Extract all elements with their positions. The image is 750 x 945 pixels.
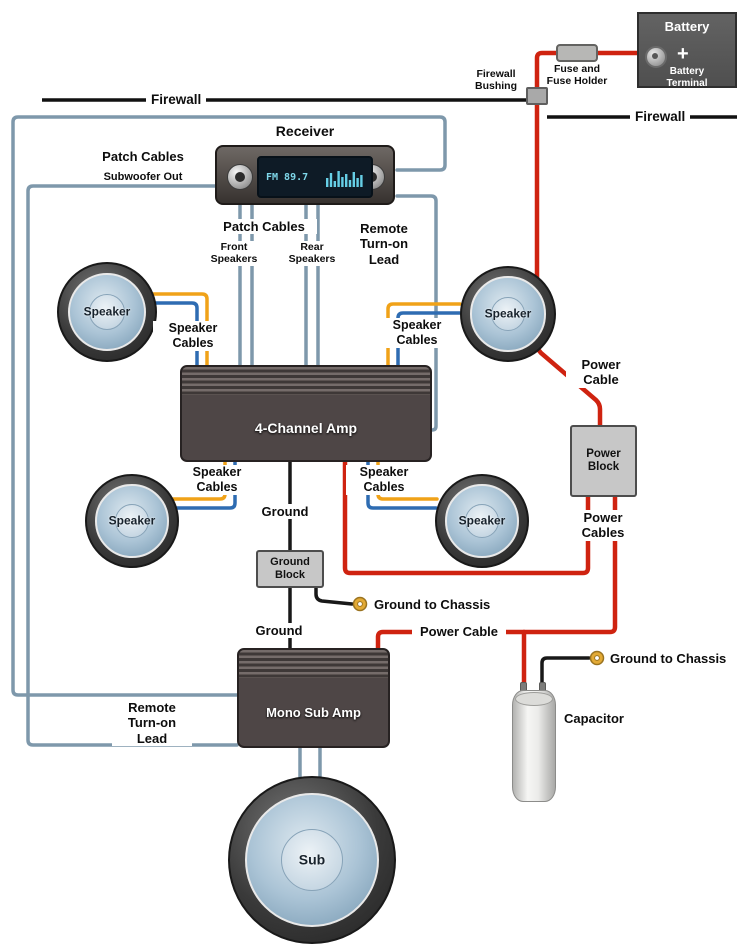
subwoofer-label: Sub xyxy=(298,851,326,868)
capacitor-label: Capacitor xyxy=(564,711,624,726)
ground-label-bottom: Ground xyxy=(248,623,310,639)
four-channel-amp: 4-Channel Amp xyxy=(180,365,432,462)
battery-title: Battery xyxy=(664,19,710,34)
battery: Battery + Battery Terminal xyxy=(637,12,737,89)
speaker-cable-fr-blue xyxy=(396,311,462,367)
receiver: FM 89.7 xyxy=(215,145,395,205)
battery-plus-sign: + xyxy=(677,43,689,65)
fuse-holder xyxy=(556,44,598,62)
battery-terminal-lug-icon xyxy=(645,46,667,68)
speaker-front-left: Speaker xyxy=(57,262,157,362)
amp-heatsink-fins xyxy=(239,650,388,678)
receiver-display: FM 89.7 xyxy=(257,156,373,198)
ring-terminal-1 xyxy=(352,596,368,612)
speaker-label: Speaker xyxy=(458,513,506,528)
battery-terminal-label: Battery Terminal xyxy=(666,66,708,89)
speaker-cable-fl-orange xyxy=(148,292,209,367)
speaker-cable-rl-blue xyxy=(172,460,237,510)
mono-sub-amp: Mono Sub Amp xyxy=(237,648,390,748)
four-channel-amp-label: 4-Channel Amp xyxy=(254,419,358,436)
speaker-rear-left: Speaker xyxy=(85,474,179,568)
subwoofer-patch-wire xyxy=(26,184,239,747)
speaker-label: Speaker xyxy=(108,513,156,528)
speaker-front-right: Speaker xyxy=(460,266,556,362)
speaker-label: Speaker xyxy=(484,306,532,321)
ground-to-chassis-wire-1 xyxy=(314,584,354,606)
speaker-cable-fl-blue xyxy=(148,301,199,367)
remote-turn-on-label-bottom: Remote Turn-on Lead xyxy=(112,700,192,746)
ground-to-chassis-label-1: Ground to Chassis xyxy=(372,597,493,613)
firewall-label-right: Firewall xyxy=(630,108,691,126)
ground-label-top: Ground xyxy=(254,504,316,520)
speaker-rear-right: Speaker xyxy=(435,474,529,568)
remote-turn-on-label-top: Remote Turn-on Lead xyxy=(359,221,409,267)
capacitor xyxy=(512,690,556,802)
subwoofer: Sub xyxy=(228,776,396,944)
mono-sub-amp-label: Mono Sub Amp xyxy=(266,704,361,720)
remote-turn-on-wire-long xyxy=(11,115,447,697)
power-cable-to-4ch-amp xyxy=(342,459,591,576)
ring-terminal-2 xyxy=(589,650,605,666)
firewall-bushing xyxy=(526,87,548,105)
remote-turn-on-wire-amp xyxy=(395,194,438,432)
ground-to-chassis-label-2: Ground to Chassis xyxy=(608,651,729,667)
patch-cables-label: Patch Cables xyxy=(211,219,317,235)
speaker-label: Speaker xyxy=(83,304,131,319)
speaker-cable-rr-blue xyxy=(366,460,438,510)
receiver-knob-left xyxy=(227,164,253,190)
speaker-cable-fr-orange xyxy=(386,302,462,367)
receiver-frequency: FM 89.7 xyxy=(266,171,309,183)
ground-to-chassis-wire-2 xyxy=(540,656,591,688)
amp-heatsink-fins xyxy=(182,367,430,395)
spectrum-bars-icon xyxy=(326,171,363,187)
firewall-label-left: Firewall xyxy=(146,91,207,109)
subwoofer-patch-label: Patch Cables Subwoofer Out xyxy=(102,149,184,183)
power-cable-label-mid: Power Cable xyxy=(412,624,506,640)
receiver-title: Receiver xyxy=(275,123,335,139)
